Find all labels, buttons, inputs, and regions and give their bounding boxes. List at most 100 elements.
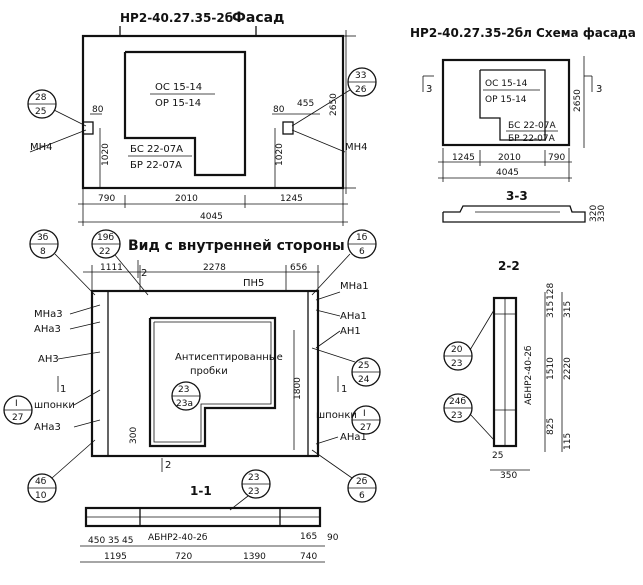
svg-text:8: 8 xyxy=(40,247,46,257)
inner-dim-1800: 1800 xyxy=(293,377,303,400)
svg-text:27: 27 xyxy=(360,423,371,433)
svg-text:БС 22-07А: БС 22-07А xyxy=(508,121,556,131)
svg-text:27: 27 xyxy=(12,413,23,423)
facade-door-mark-2: БР 22-07А xyxy=(130,160,182,171)
facade-dim-1020-right: 1020 xyxy=(275,143,285,166)
svg-text:20: 20 xyxy=(451,345,463,355)
svg-text:23: 23 xyxy=(178,385,189,395)
svg-text:2б: 2б xyxy=(356,477,368,487)
inner-cut-bottom: 2 xyxy=(165,460,171,471)
svg-text:128: 128 xyxy=(546,283,556,300)
facade-dim-1245: 1245 xyxy=(280,194,303,204)
facade-dim-80-right: 80 xyxy=(273,105,285,115)
facade-title: Фасад xyxy=(232,10,284,26)
svg-text:23: 23 xyxy=(248,487,259,497)
inner-cut-top: 2 xyxy=(141,268,147,279)
sec11-mark: АБНР2-40-2б xyxy=(148,533,208,543)
svg-text:25: 25 xyxy=(492,451,503,461)
svg-text:24б: 24б xyxy=(449,397,466,407)
inner-panel xyxy=(90,289,320,458)
svg-text:90: 90 xyxy=(327,533,339,543)
svg-text:450: 450 xyxy=(88,536,105,546)
facade-win-mark-2: ОР 15-14 xyxy=(155,98,201,109)
svg-text:I: I xyxy=(363,409,366,419)
inner-cut-right: 1 xyxy=(341,384,347,395)
svg-text:I: I xyxy=(15,399,18,409)
svg-text:4045: 4045 xyxy=(496,168,519,178)
svg-text:330: 330 xyxy=(597,205,607,222)
svg-text:6: 6 xyxy=(359,247,365,257)
svg-text:АН1: АН1 xyxy=(340,326,361,337)
facade-panel xyxy=(81,34,345,190)
svg-text:АНа1: АНа1 xyxy=(340,432,367,443)
sec22-mark: АБНР2-40-2б xyxy=(524,345,534,405)
svg-text:790: 790 xyxy=(548,153,565,163)
sec22-dim-total: 2220 xyxy=(563,357,573,380)
svg-text:656: 656 xyxy=(290,263,307,273)
svg-text:4б: 4б xyxy=(35,477,47,487)
svg-text:23: 23 xyxy=(451,411,462,421)
inner-title: Вид с внутренней стороны xyxy=(128,238,345,254)
scheme-title: НР2-40.27.35-2бл Схема фасада xyxy=(410,26,636,40)
svg-text:6: 6 xyxy=(359,491,365,501)
svg-text:МНа1: МНа1 xyxy=(340,281,369,292)
inner-cut-left: 1 xyxy=(60,384,66,395)
svg-text:740: 740 xyxy=(300,552,317,562)
sec33-title: 3-3 xyxy=(506,189,528,203)
svg-text:23а: 23а xyxy=(176,399,193,409)
facade-dim-2010: 2010 xyxy=(175,194,198,204)
svg-text:33: 33 xyxy=(355,71,366,81)
svg-text:ОС 15-14: ОС 15-14 xyxy=(485,79,528,89)
svg-text:825: 825 xyxy=(546,418,556,435)
svg-text:1390: 1390 xyxy=(243,552,266,562)
svg-text:350: 350 xyxy=(500,471,517,481)
svg-text:ПН5: ПН5 xyxy=(243,278,264,289)
svg-text:115: 115 xyxy=(563,433,573,450)
sec22-title: 2-2 xyxy=(498,259,520,273)
facade-dim-total: 4045 xyxy=(200,212,223,222)
scheme-dim-height: 2650 xyxy=(573,89,583,112)
svg-text:315: 315 xyxy=(546,301,556,318)
svg-text:19б: 19б xyxy=(97,233,114,243)
svg-text:22: 22 xyxy=(99,247,110,257)
svg-text:2278: 2278 xyxy=(203,263,226,273)
svg-text:28: 28 xyxy=(35,93,47,103)
svg-text:25: 25 xyxy=(35,107,46,117)
facade-mn4-right: МН4 xyxy=(345,142,368,153)
svg-text:Антисептированные: Антисептированные xyxy=(175,352,283,363)
scheme-opening xyxy=(479,69,546,141)
svg-text:26: 26 xyxy=(355,85,367,95)
facade-dim-455: 455 xyxy=(297,99,314,109)
facade-code-title: НР2-40.27.35-2б xyxy=(120,11,233,25)
facade-dim-80-left: 80 xyxy=(92,105,104,115)
svg-text:ОР 15-14: ОР 15-14 xyxy=(485,95,527,105)
svg-text:23: 23 xyxy=(451,359,462,369)
svg-text:315: 315 xyxy=(563,301,573,318)
svg-text:23: 23 xyxy=(248,473,259,483)
svg-text:АН3: АН3 xyxy=(38,354,59,365)
svg-text:АНа1: АНа1 xyxy=(340,311,367,322)
scheme-panel xyxy=(441,58,571,147)
facade-win-mark-1: ОС 15-14 xyxy=(155,82,202,93)
svg-text:35: 35 xyxy=(108,536,119,546)
svg-text:1б: 1б xyxy=(356,233,368,243)
svg-text:1195: 1195 xyxy=(104,552,127,562)
svg-text:165: 165 xyxy=(300,532,317,542)
inner-dim-300: 300 xyxy=(129,427,139,444)
svg-text:пробки: пробки xyxy=(190,366,228,377)
facade-dim-1020-left: 1020 xyxy=(101,143,111,166)
svg-text:320: 320 xyxy=(589,205,599,222)
svg-text:25: 25 xyxy=(358,361,369,371)
svg-text:БР 22-07А: БР 22-07А xyxy=(508,134,556,144)
svg-text:3б: 3б xyxy=(37,233,49,243)
facade-dim-height: 2650 xyxy=(329,93,339,116)
svg-text:МНа3: МНа3 xyxy=(34,309,63,320)
svg-text:АНа3: АНа3 xyxy=(34,422,61,433)
svg-text:1510: 1510 xyxy=(546,357,556,380)
inner-opening xyxy=(148,316,277,448)
svg-text:24: 24 xyxy=(358,375,370,385)
svg-text:АНа3: АНа3 xyxy=(34,324,61,335)
svg-text:1245: 1245 xyxy=(452,153,475,163)
svg-text:шпонки: шпонки xyxy=(34,400,75,411)
